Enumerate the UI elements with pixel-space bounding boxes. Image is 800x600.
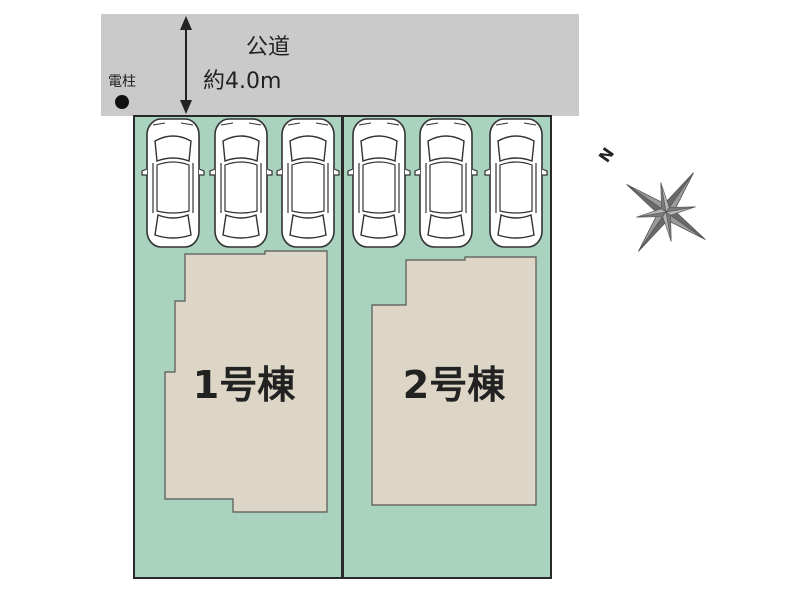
parking-car (347, 118, 411, 248)
compass-north-label: N (595, 144, 618, 166)
road-width-label: 約4.0m (203, 69, 281, 94)
utility-pole-icon (115, 95, 129, 109)
road-width-arrow (180, 16, 192, 114)
building-1 (164, 250, 328, 513)
parking-car (141, 118, 205, 248)
parking-car (276, 118, 340, 248)
lot-1-label: 1号棟 (193, 363, 296, 407)
building-2 (371, 256, 537, 506)
compass-rose-icon (626, 172, 706, 252)
parking-car (209, 118, 273, 248)
road-name: 公道 (246, 35, 290, 60)
public-road (101, 14, 579, 116)
parking-car (484, 118, 548, 248)
parking-car (414, 118, 478, 248)
lot-2-label: 2号棟 (403, 363, 506, 407)
pole-label: 電柱 (108, 74, 136, 90)
